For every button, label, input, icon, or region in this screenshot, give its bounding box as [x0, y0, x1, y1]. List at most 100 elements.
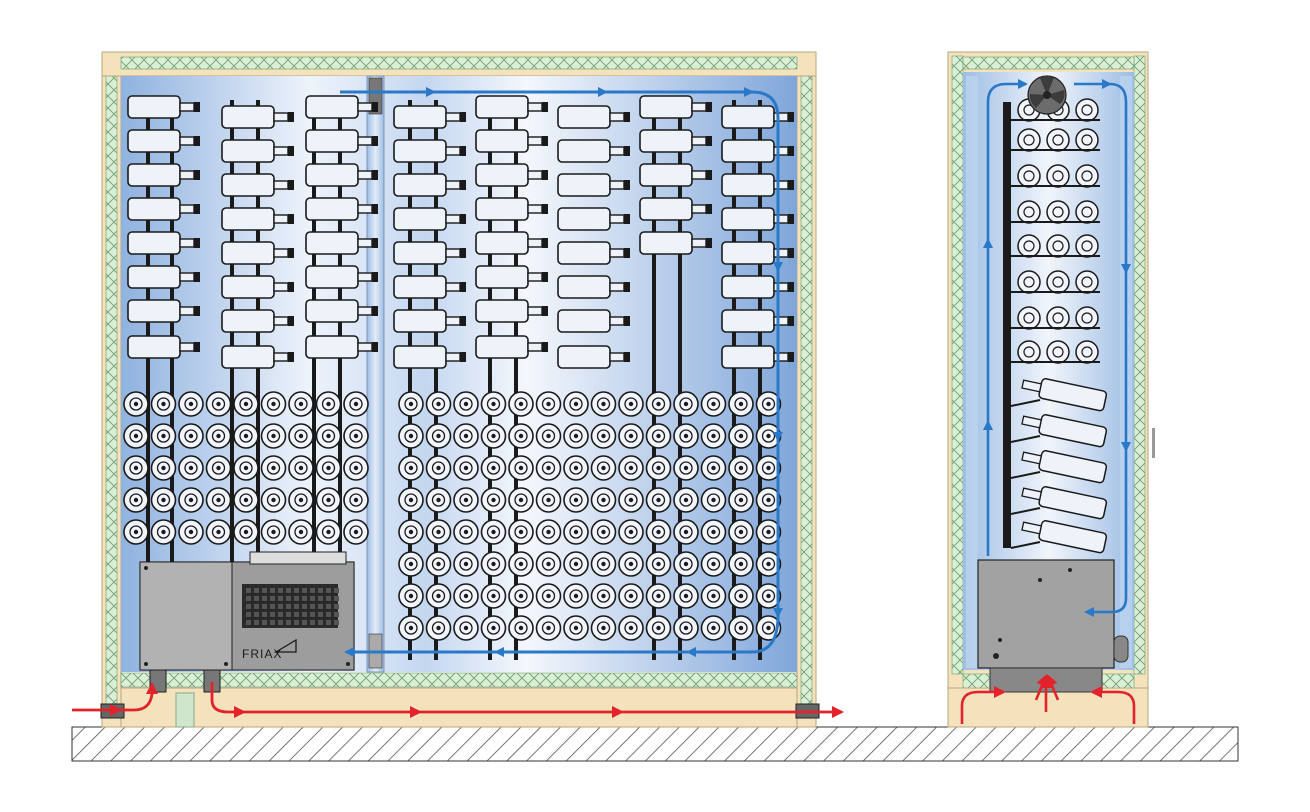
wine-bottle-icon [721, 345, 794, 369]
bottle-end-icon [425, 423, 452, 449]
bottle-end-icon [673, 423, 699, 449]
wine-bottle-icon [221, 241, 294, 265]
bottle-end-icon [123, 423, 149, 449]
bottle-end-icon [398, 423, 424, 449]
bottle-end-icon [1075, 234, 1099, 258]
wine-bottle-icon [305, 129, 378, 153]
bottle-end-icon [1075, 270, 1099, 294]
rack-uprights [146, 100, 762, 660]
wine-bottle-icon [393, 309, 466, 333]
bottle-end-icon [150, 455, 177, 481]
wine-bottle-icon [475, 335, 548, 359]
bottle-end-icon [398, 583, 424, 609]
bottle-end-icon [343, 487, 369, 513]
bottle-end-icon [700, 519, 727, 545]
bottle-end-icon [590, 423, 617, 449]
wine-bottle-icon [1021, 520, 1108, 554]
wine-bottle-icon [475, 129, 548, 153]
wine-bottle-icon [393, 275, 466, 299]
wine-bottle-icon [305, 197, 378, 221]
wine-bottle-icon [1021, 486, 1108, 520]
bottle-end-icon [480, 423, 507, 449]
door-glass-strip [366, 75, 385, 673]
wine-bottle-icon [557, 345, 630, 369]
front-view-cellar: FRIAX [72, 51, 844, 728]
bottle-end-icon [535, 519, 562, 545]
bottle-end-icon [755, 519, 782, 545]
bottle-end-icon [1017, 200, 1041, 224]
bottle-end-icon [1046, 128, 1070, 152]
top-insulation [120, 56, 798, 70]
unit-brand-label: FRIAX [242, 647, 282, 661]
bottle-end-icon [645, 487, 672, 513]
bottle-end-icon [590, 455, 617, 481]
bottle-end-icon [673, 615, 699, 641]
bottle-end-icon [508, 423, 534, 449]
wine-bottle-icon [475, 231, 548, 255]
wine-bottle-icon [305, 95, 378, 119]
bottle-end-icon [755, 551, 782, 577]
wine-bottle-icon [475, 95, 548, 119]
bottle-end-icon [1017, 234, 1041, 258]
wine-bottle-icon [557, 105, 630, 129]
wine-bottle-icon [721, 207, 794, 231]
floor-hatching [71, 726, 1239, 762]
bottle-end-icon [645, 423, 672, 449]
wine-bottle-icon [221, 345, 294, 369]
bottle-end-icon [618, 615, 644, 641]
bottle-end-icon [563, 455, 589, 481]
bottle-end-icon [755, 487, 782, 513]
bottle-end-icon [618, 551, 644, 577]
bottle-end-icon [645, 583, 672, 609]
bottle-end-icon [288, 391, 314, 417]
bottle-end-icon [233, 391, 259, 417]
bottle-end-icon [453, 423, 479, 449]
bottle-end-icon [1017, 128, 1041, 152]
bottle-end-icon [1046, 340, 1070, 364]
wine-bottle-icon [393, 241, 466, 265]
wine-bottle-icon [127, 265, 200, 289]
bottle-end-icon [123, 519, 149, 545]
bottle-end-icon [1075, 200, 1099, 224]
wine-bottle-icon [305, 265, 378, 289]
bottle-end-icon [673, 519, 699, 545]
fan-icon [1027, 75, 1067, 115]
bottle-end-icon [425, 391, 452, 417]
bottle-end-icon [673, 583, 699, 609]
bottle-end-icon [453, 615, 479, 641]
bottle-end-icon [178, 391, 204, 417]
bottle-end-icon [673, 391, 699, 417]
bottle-end-icon [508, 391, 534, 417]
wine-bottle-icon [639, 197, 712, 221]
bottle-end-icon [178, 455, 204, 481]
bottle-end-icon [508, 487, 534, 513]
wine-bottle-icon [305, 231, 378, 255]
wine-bottle-icon [305, 299, 378, 323]
bottle-end-icon [453, 551, 479, 577]
bottle-end-icon [645, 615, 672, 641]
bottle-end-icon [123, 487, 149, 513]
bottle-end-icon [398, 391, 424, 417]
bottle-end-icon [1017, 340, 1041, 364]
bottom-insulation [120, 672, 798, 688]
wine-bottle-icon [639, 129, 712, 153]
bottle-end-icon [1075, 164, 1099, 188]
bottle-end-icon [508, 551, 534, 577]
wine-bottle-icon [1021, 378, 1108, 412]
bottle-end-icon [480, 391, 507, 417]
wine-bottle-icon [475, 299, 548, 323]
wine-bottle-icon [127, 129, 200, 153]
bottle-end-icon [755, 391, 782, 417]
bottle-end-icon [315, 487, 342, 513]
bottle-end-icon [563, 391, 589, 417]
plinth [120, 687, 798, 728]
bottle-end-icon [233, 519, 259, 545]
wine-bottle-icon [393, 207, 466, 231]
bottle-end-icon [563, 519, 589, 545]
wine-bottle-icon [475, 163, 548, 187]
bottle-end-icon [1017, 306, 1041, 330]
bottle-end-icon [315, 519, 342, 545]
wine-bottle-icon [221, 139, 294, 163]
bottle-end-icon [535, 391, 562, 417]
bottle-end-icon [398, 551, 424, 577]
